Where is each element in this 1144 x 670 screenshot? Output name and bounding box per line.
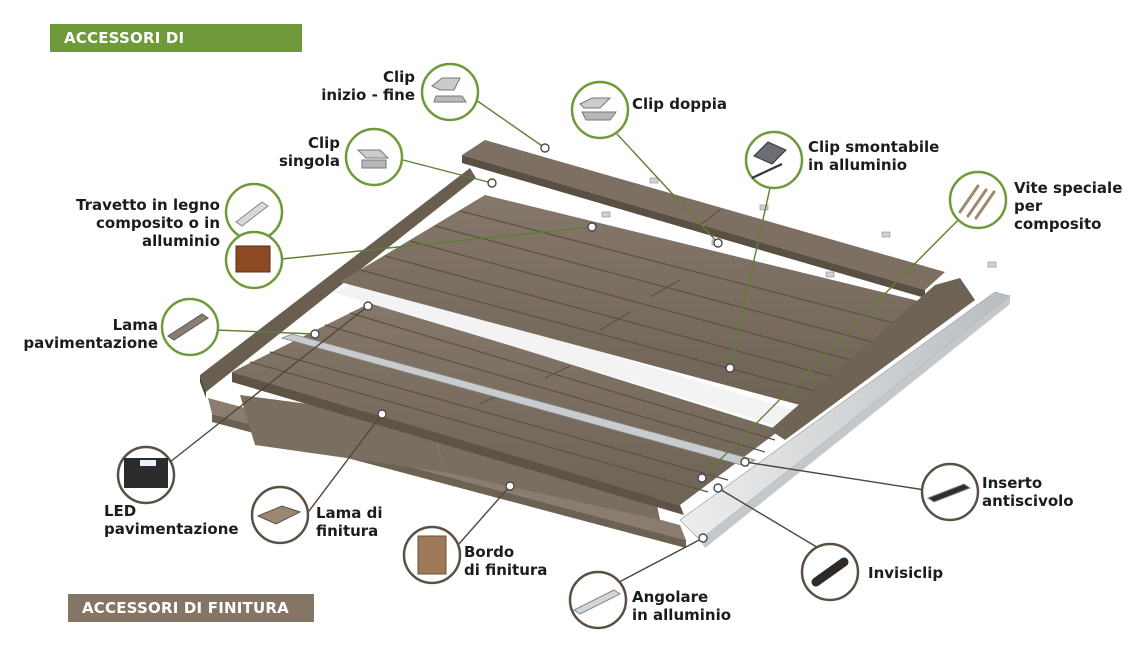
label-clip-singola: Clip singola — [278, 134, 340, 170]
anti-slip-insert-icon — [920, 462, 980, 522]
joist-icon — [224, 182, 284, 290]
label-angolare: Angolare in alluminio — [632, 588, 732, 624]
back-starter-board — [462, 140, 945, 298]
label-travetto: Travetto in legno composito o in allumin… — [75, 196, 220, 250]
label-clip-inizio-fine: Clip inizio - fine — [321, 68, 415, 104]
edge-trim-icon — [402, 525, 462, 585]
aluminium-angle-icon — [568, 570, 628, 630]
label-lama-pavimentazione: Lama pavimentazione — [23, 316, 158, 352]
led-strip — [280, 333, 757, 467]
label-vite-speciale: Vite speciale per composito — [1014, 179, 1123, 233]
label-invisiclip: Invisiclip — [868, 564, 944, 582]
label-inserto: Inserto antiscivolo — [982, 474, 1074, 510]
callout-lines — [214, 99, 979, 479]
led-icon — [116, 445, 176, 505]
right-side-board — [770, 278, 975, 440]
aluminium-removable-clip-icon — [744, 130, 804, 190]
start-end-clip-icon — [420, 62, 480, 122]
finishing-board-icon — [250, 485, 310, 545]
double-clip-icon — [570, 80, 630, 140]
invisiclip-icon — [800, 542, 860, 602]
upper-deck-boards — [340, 195, 935, 405]
finishing-accessories-banner: ACCESSORI DI FINITURA — [68, 594, 314, 622]
callout-dots — [310, 143, 750, 543]
label-lama-finitura: Lama di finitura — [316, 504, 383, 540]
single-clip-icon — [344, 127, 404, 187]
label-bordo-finitura: Bordo di finitura — [464, 543, 548, 579]
callout-lines-dark — [169, 305, 926, 591]
deck-board-icon — [160, 297, 220, 357]
label-led: LED pavimentazione — [104, 502, 239, 538]
left-finishing-edge — [200, 168, 476, 392]
screws-icon — [948, 170, 1008, 230]
label-clip-doppia: Clip doppia — [632, 95, 728, 113]
mounting-accessories-banner: ACCESSORI DI MONTAGGIO — [50, 24, 302, 75]
deck-structure — [200, 140, 1011, 548]
label-clip-smontabile: Clip smontabile in alluminio — [808, 138, 940, 174]
